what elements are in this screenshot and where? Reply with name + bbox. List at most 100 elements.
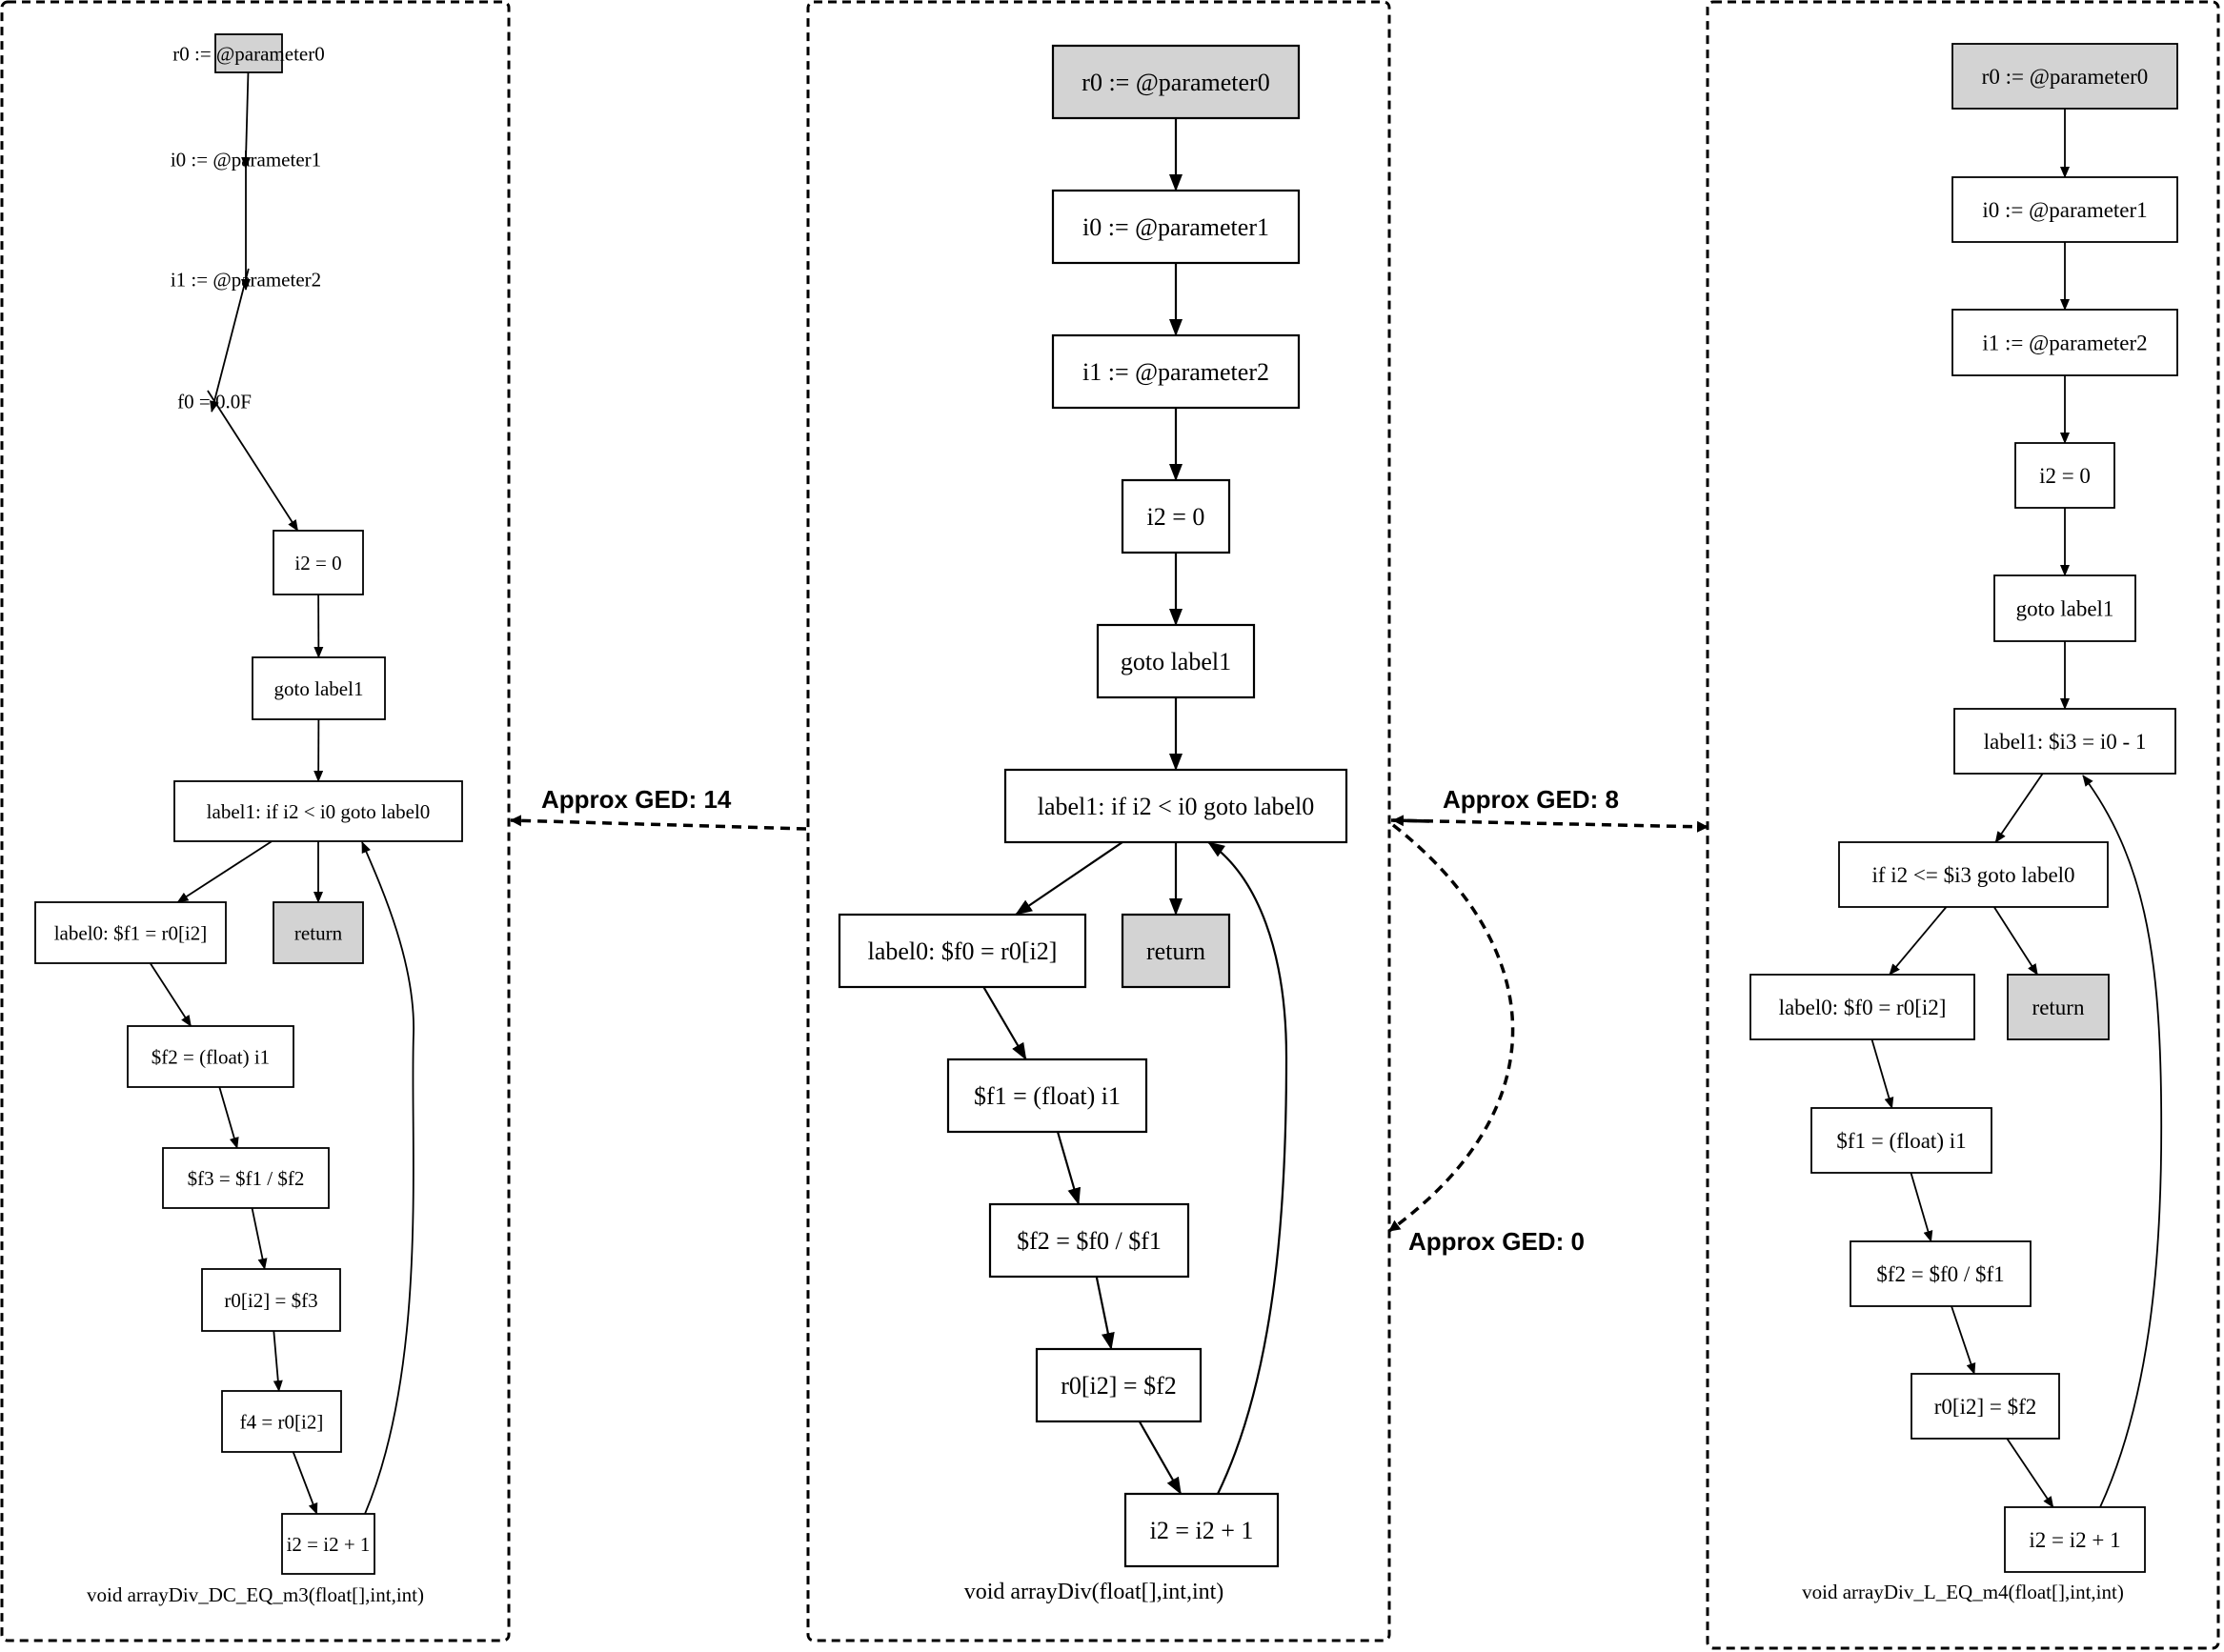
left-node-label: r0[i2] = $f3: [224, 1289, 317, 1312]
right-node-label: goto label1: [2016, 597, 2114, 621]
right-node: if i2 <= $i3 goto label0: [1838, 841, 2109, 908]
center-graph-panel: [806, 0, 1391, 1642]
right-node-label: $f2 = $f0 / $f1: [1876, 1262, 2004, 1286]
left-edge-n7-to-n9: [149, 962, 192, 1027]
right-node: i2 = i2 + 1: [2004, 1506, 2146, 1573]
center-node: i1 := @parameter2: [1051, 333, 1301, 410]
left-edge-n12-to-n13: [292, 1451, 318, 1515]
right-node-box: [1838, 841, 2109, 908]
right-node: r0[i2] = $f2: [1911, 1373, 2060, 1440]
center-node: label1: if i2 < i0 goto label0: [1003, 768, 1348, 844]
right-node: $f1 = (float) i1: [1810, 1107, 1992, 1174]
right-node: goto label1: [1993, 574, 2136, 642]
right-node-box: [1953, 708, 2176, 775]
right-node-label: r0[i2] = $f2: [1934, 1395, 2037, 1419]
left-edge-n10-to-n11: [251, 1207, 268, 1270]
left-node: label1: if i2 < i0 goto label0: [173, 780, 463, 842]
left-node-box: [214, 33, 283, 73]
center-node-box: [1123, 1492, 1280, 1568]
right-node-box: [2007, 974, 2110, 1040]
right-node: label1: $i3 = i0 - 1: [1953, 708, 2176, 775]
center-node: $f2 = $f0 / $f1: [988, 1202, 1190, 1279]
center-node-label: $f2 = $f0 / $f1: [1017, 1227, 1162, 1255]
left-edge-n3-to-n4: [207, 390, 299, 532]
right-node: i2 = 0: [2014, 442, 2115, 509]
left-node-label: label0: $f1 = r0[i2]: [54, 921, 208, 944]
right-node-label: label1: $i3 = i0 - 1: [1984, 730, 2147, 754]
right-node-box: [1749, 974, 1975, 1040]
right-edge-r9-to-r10: [1910, 1172, 1933, 1242]
right-node-label: label0: $f0 = r0[i2]: [1779, 996, 1947, 1019]
left-node: r0 := @parameter0: [172, 33, 325, 73]
right-node-label: return: [2032, 996, 2085, 1019]
left-node-box: [127, 1025, 294, 1088]
right-node: return: [2007, 974, 2110, 1040]
left-node: r0[i2] = $f3: [201, 1268, 341, 1332]
left-node-box: [221, 1390, 342, 1453]
right-node: i0 := @parameter1: [1951, 176, 2178, 243]
center-graph-caption: void arrayDiv(float[],int,int): [964, 1580, 1224, 1604]
right-node-label: if i2 <= $i3 goto label0: [1871, 863, 2074, 887]
center-node-label: r0[i2] = $f2: [1061, 1372, 1177, 1400]
right-edge-r11-to-r12: [2006, 1438, 2054, 1508]
left-node-label: $f2 = (float) i1: [152, 1045, 270, 1068]
center-node: r0[i2] = $f2: [1035, 1347, 1203, 1423]
left-node-box: [173, 780, 463, 842]
center-edge-c10-to-c11: [1138, 1420, 1183, 1495]
center-node-label: $f1 = (float) i1: [974, 1082, 1121, 1110]
left-node-label: label1: if i2 < i0 goto label0: [207, 800, 431, 823]
ged-connector-self: [1387, 823, 1515, 1233]
left-edge-n6-to-n7: [176, 840, 273, 903]
right-node-label: r0 := @parameter0: [1982, 65, 2149, 89]
ged-connector-right: [1390, 818, 1708, 833]
center-node: return: [1121, 913, 1231, 989]
left-node-box: [162, 1147, 330, 1209]
center-node-label: i2 = 0: [1147, 503, 1205, 531]
left-node-label: goto label1: [274, 677, 364, 700]
left-edge-n13-to-n6: [361, 841, 414, 1515]
center-node: i0 := @parameter1: [1051, 189, 1301, 265]
left-node-label: i2 = 0: [294, 552, 341, 574]
ged-connector-right-start: [1392, 815, 1430, 827]
right-node: label0: $f0 = r0[i2]: [1749, 974, 1975, 1040]
left-node-label: f0 = 0.0F: [177, 390, 252, 413]
left-node: i2 = 0: [273, 530, 364, 595]
left-node: f0 = 0.0F: [177, 390, 252, 413]
right-node-label: i2 = i2 + 1: [2029, 1528, 2120, 1552]
left-node: $f2 = (float) i1: [127, 1025, 294, 1088]
ged-label-right: Approx GED: 8: [1443, 785, 1619, 814]
left-node-label: i2 = i2 + 1: [287, 1533, 371, 1556]
right-node-box: [2004, 1506, 2146, 1573]
center-node-label: goto label1: [1121, 648, 1231, 675]
left-graph-panel: [0, 0, 511, 1642]
left-node-label: f4 = r0[i2]: [240, 1410, 324, 1433]
right-edge-r5-to-r6: [1994, 773, 2044, 843]
right-node-label: i1 := @parameter2: [1982, 332, 2147, 355]
right-node-box: [1951, 309, 2178, 376]
left-node-label: $f3 = $f1 / $f2: [188, 1167, 305, 1190]
center-node: i2 = 0: [1121, 478, 1231, 554]
right-node: $f2 = $f0 / $f1: [1850, 1240, 2032, 1307]
left-node-box: [252, 656, 386, 720]
center-node-box: [1051, 44, 1301, 120]
right-node-box: [1951, 176, 2178, 243]
right-node: r0 := @parameter0: [1951, 43, 2178, 110]
left-node-label: r0 := @parameter0: [172, 42, 324, 65]
center-node-box: [1121, 913, 1231, 989]
left-node-label: i0 := @parameter1: [171, 148, 321, 171]
center-node-box: [1051, 189, 1301, 265]
center-edge-c8-to-c9: [1056, 1131, 1081, 1205]
right-edge-r12-to-r5: [2082, 775, 2163, 1508]
left-node-label: return: [294, 921, 343, 944]
center-node-box: [1121, 478, 1231, 554]
center-edge-c6-to-c8: [982, 986, 1027, 1060]
center-node: r0 := @parameter0: [1051, 44, 1301, 120]
ged-label-self: Approx GED: 0: [1408, 1227, 1585, 1256]
left-node: i1 := @parameter2: [171, 268, 321, 291]
left-edge-n11-to-n12: [273, 1330, 283, 1392]
left-node-box: [34, 901, 227, 964]
center-edge-c11-to-c5: [1207, 841, 1288, 1495]
center-node-label: label0: $f0 = r0[i2]: [868, 937, 1058, 965]
left-node: i2 = i2 + 1: [281, 1513, 375, 1575]
